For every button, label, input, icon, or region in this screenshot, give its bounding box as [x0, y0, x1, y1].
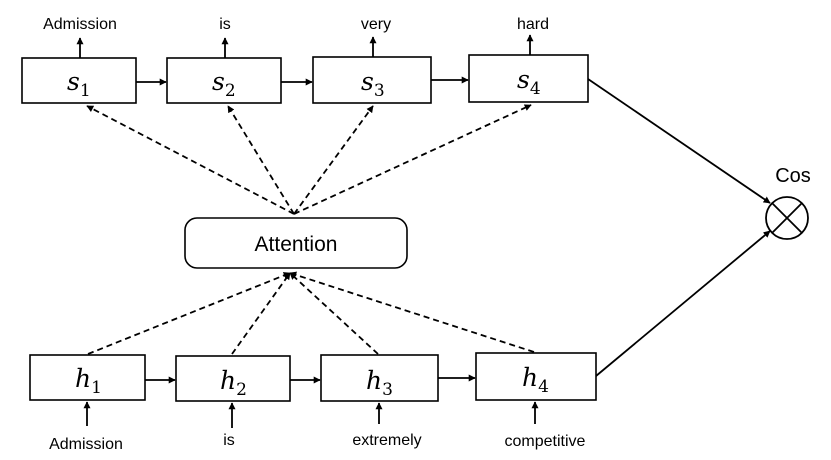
s4-to-cos: [587, 78, 771, 204]
input-word-3: extremely: [352, 432, 421, 449]
decoder-cell-s1-label: s1: [67, 67, 91, 101]
encoder-cell-h2: h2: [175, 355, 291, 402]
decoder-cell-s4: s4: [468, 54, 589, 103]
attention-label: Attention: [255, 233, 338, 256]
attention-box: Attention: [184, 217, 408, 269]
encoder-cell-h3: h3: [320, 354, 439, 402]
decoder-cell-s4-label: s4: [517, 65, 541, 99]
h4-to-attention: [289, 271, 535, 353]
input-word-2: is: [223, 432, 235, 449]
output-word-3: very: [361, 16, 391, 33]
decoder-cell-s2: s2: [166, 57, 282, 104]
cos-operator-icon: [765, 196, 809, 240]
output-word-2: is: [219, 16, 231, 33]
encoder-cell-h3-label: h3: [366, 366, 393, 400]
attention-to-s2: [227, 105, 295, 215]
attention-to-s4: [293, 104, 532, 215]
input-word-4: competitive: [505, 433, 586, 450]
cos-label: Cos: [775, 165, 811, 187]
encoder-cell-h2-label: h2: [220, 366, 247, 400]
h2-to-attention: [231, 272, 291, 355]
input-word-1: Admission: [49, 436, 123, 453]
attention-to-s1: [86, 105, 295, 215]
output-word-1: Admission: [43, 16, 117, 33]
decoder-cell-s2-label: s2: [212, 67, 236, 101]
decoder-cell-s1: s1: [21, 57, 137, 104]
h4-to-cos: [595, 230, 771, 377]
encoder-cell-h4-label: h4: [522, 363, 549, 397]
decoder-cell-s3: s3: [312, 56, 432, 104]
attention-to-s3: [293, 105, 374, 215]
encoder-cell-h1: h1: [29, 354, 146, 401]
h1-to-attention: [87, 272, 291, 355]
output-word-4: hard: [517, 16, 549, 33]
h3-to-attention: [289, 272, 379, 355]
encoder-cell-h4: h4: [475, 352, 597, 401]
decoder-cell-s3-label: s3: [361, 67, 385, 101]
encoder-cell-h1-label: h1: [75, 364, 102, 398]
